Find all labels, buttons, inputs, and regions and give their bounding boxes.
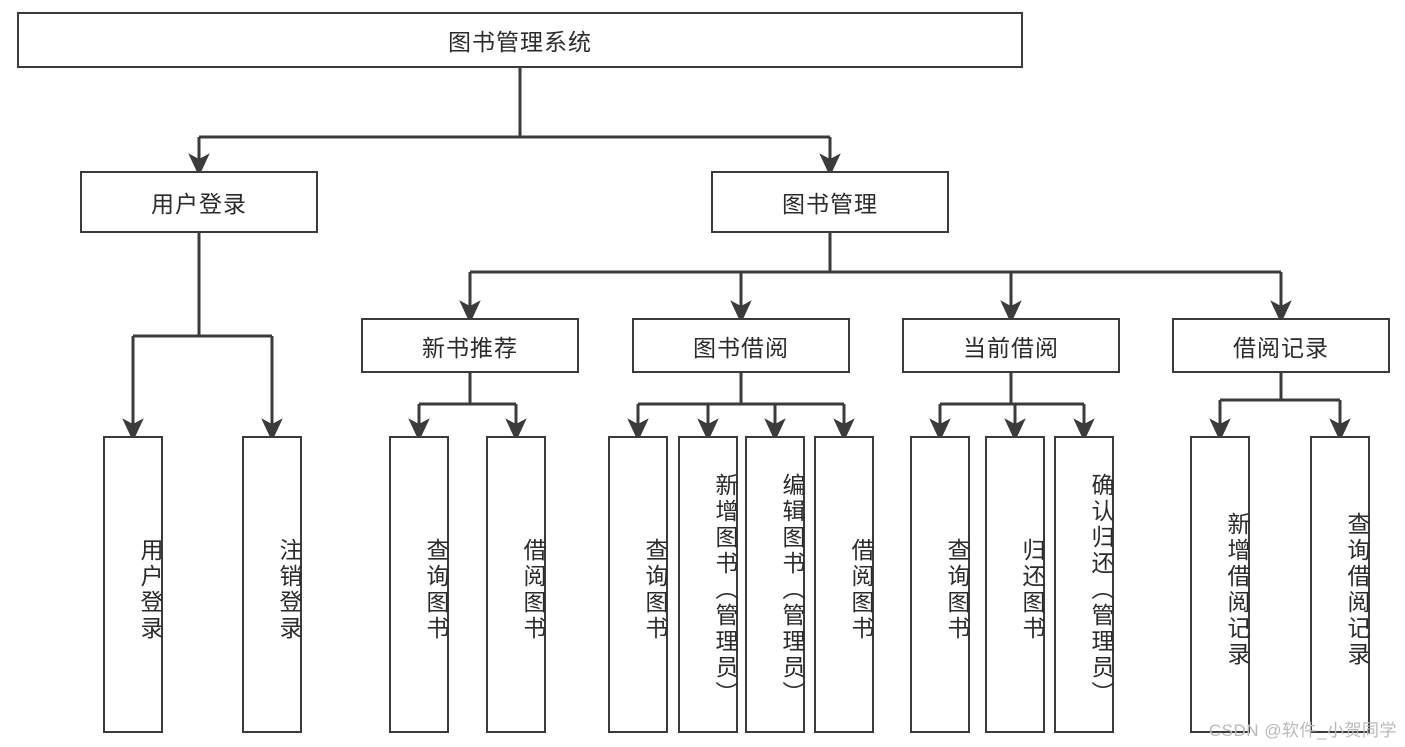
node-leaf-confirm-return-label: 确认归还（管理员） (1088, 472, 1114, 707)
node-book-manage-label: 图书管理 (782, 191, 878, 217)
node-leaf-return-book-label: 归还图书 (1019, 537, 1045, 642)
node-leaf-query-record-label: 查询借阅记录 (1344, 511, 1370, 668)
node-leaf-query-book-1-label: 查询图书 (423, 537, 449, 642)
node-borrow-record[interactable]: 借阅记录 (1172, 318, 1390, 373)
node-leaf-add-book-label: 新增图书（管理员） (712, 472, 738, 707)
node-leaf-query-book-2-label: 查询图书 (642, 537, 668, 642)
node-leaf-edit-book-label: 编辑图书（管理员） (779, 472, 805, 707)
node-leaf-borrow-book-2[interactable]: 借阅图书 (814, 436, 874, 733)
node-book-borrow-label: 图书借阅 (693, 334, 789, 361)
node-leaf-query-book-1[interactable]: 查询图书 (389, 436, 449, 733)
node-leaf-edit-book[interactable]: 编辑图书（管理员） (745, 436, 805, 733)
node-leaf-query-book-3[interactable]: 查询图书 (910, 436, 970, 733)
node-leaf-user-login-label: 用户登录 (137, 537, 163, 642)
node-leaf-add-record-label: 新增借阅记录 (1224, 511, 1250, 668)
node-leaf-confirm-return[interactable]: 确认归还（管理员） (1054, 436, 1114, 733)
node-leaf-return-book[interactable]: 归还图书 (985, 436, 1045, 733)
node-leaf-user-logout[interactable]: 注销登录 (242, 436, 302, 733)
node-borrow-record-label: 借阅记录 (1233, 334, 1329, 361)
node-new-book-rec[interactable]: 新书推荐 (361, 318, 579, 373)
node-new-book-rec-label: 新书推荐 (422, 334, 518, 361)
node-user-login[interactable]: 用户登录 (80, 171, 318, 233)
node-leaf-borrow-book-2-label: 借阅图书 (848, 537, 874, 642)
node-root[interactable]: 图书管理系统 (17, 12, 1023, 68)
node-leaf-add-record[interactable]: 新增借阅记录 (1190, 436, 1250, 733)
node-leaf-user-login[interactable]: 用户登录 (103, 436, 163, 733)
node-user-login-label: 用户登录 (151, 191, 247, 217)
node-root-label: 图书管理系统 (448, 29, 592, 55)
node-leaf-query-book-3-label: 查询图书 (944, 537, 970, 642)
node-leaf-borrow-book-1-label: 借阅图书 (520, 537, 546, 642)
node-leaf-query-book-2[interactable]: 查询图书 (608, 436, 668, 733)
csdn-watermark: CSDN @软件_小贺同学 (1208, 721, 1397, 740)
node-current-borrow-label: 当前借阅 (963, 334, 1059, 361)
node-current-borrow[interactable]: 当前借阅 (902, 318, 1120, 373)
node-leaf-query-record[interactable]: 查询借阅记录 (1310, 436, 1370, 733)
node-leaf-borrow-book-1[interactable]: 借阅图书 (486, 436, 546, 733)
node-book-borrow[interactable]: 图书借阅 (632, 318, 850, 373)
node-book-manage[interactable]: 图书管理 (711, 171, 949, 233)
node-leaf-user-logout-label: 注销登录 (276, 537, 302, 642)
node-leaf-add-book[interactable]: 新增图书（管理员） (678, 436, 738, 733)
